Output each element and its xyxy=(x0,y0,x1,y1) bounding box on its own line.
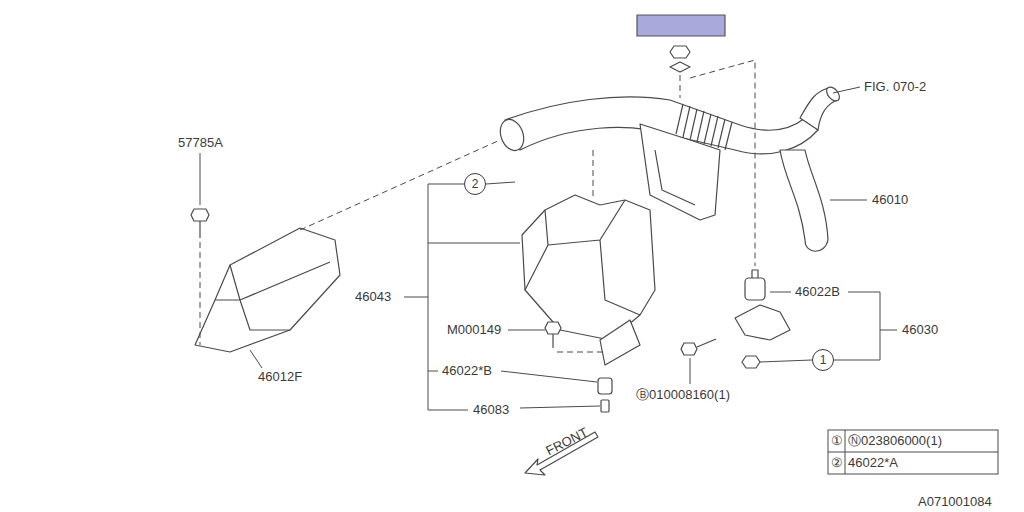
grommet-stud xyxy=(752,270,758,278)
callout-circle: 1 xyxy=(812,349,834,371)
leader-line xyxy=(200,153,201,205)
part-number: 57785A xyxy=(178,135,223,151)
bolt-head xyxy=(191,209,209,221)
bolt-head xyxy=(545,322,561,334)
duct-bracket xyxy=(640,124,720,220)
leader-line xyxy=(508,330,545,331)
callout-circle: 2 xyxy=(464,173,486,195)
highlight-box xyxy=(637,15,725,36)
bolt-head xyxy=(681,343,697,355)
table-cell: ① xyxy=(831,433,843,449)
grommet xyxy=(745,278,765,300)
part-number: 46083 xyxy=(473,402,509,418)
bracket-46030 xyxy=(735,305,790,340)
grommet xyxy=(598,378,612,394)
nut-symbol xyxy=(742,356,760,368)
part-number: 46010 xyxy=(872,192,908,208)
resonator-foot xyxy=(600,320,640,365)
table-cell: 46022*A xyxy=(848,455,898,471)
dashed-guide xyxy=(200,242,201,345)
bracket-line xyxy=(770,292,897,360)
collar xyxy=(601,400,609,412)
part-number: 46012F xyxy=(258,369,302,385)
hose-46010 xyxy=(780,150,828,251)
leader-line xyxy=(428,406,600,410)
table-cell: Ⓝ023806000(1) xyxy=(848,433,942,449)
bracket-line xyxy=(404,184,520,410)
part-number: 46022B xyxy=(795,284,840,300)
part-number: 46022*B xyxy=(442,363,492,379)
diagram-code: A071001084 xyxy=(918,494,992,510)
washer-symbol xyxy=(670,62,690,72)
leader-line xyxy=(250,350,262,368)
legend-table xyxy=(828,430,998,474)
dashed-guide xyxy=(300,140,500,230)
dashed-guide xyxy=(557,352,604,353)
nut-symbol xyxy=(670,46,690,58)
resonator-edges xyxy=(525,200,640,315)
bolt-shank xyxy=(697,339,716,347)
air-intake-46012F xyxy=(195,228,340,352)
leader-line xyxy=(830,200,867,201)
part-number: M000149 xyxy=(447,322,501,338)
air-intake-edges xyxy=(215,262,330,330)
bolt-shank xyxy=(552,334,553,348)
figure-reference: FIG. 070-2 xyxy=(864,79,926,95)
dashed-guide xyxy=(593,150,594,200)
part-number: Ⓑ010008160(1) xyxy=(636,387,730,403)
bracket-detail xyxy=(655,150,695,205)
callout-number: 2 xyxy=(472,177,479,191)
part-number: 46043 xyxy=(355,289,391,305)
leader-line xyxy=(690,358,691,384)
bolt-shank xyxy=(199,221,200,238)
dashed-guide xyxy=(690,60,755,266)
duct-end-opening xyxy=(824,85,842,104)
duct-opening xyxy=(496,116,528,154)
part-number: 46030 xyxy=(902,322,938,338)
dashed-guide xyxy=(680,75,681,98)
table-grid xyxy=(828,430,998,474)
leader-line xyxy=(833,87,860,93)
resonator xyxy=(522,195,655,340)
table-cell: ② xyxy=(831,455,843,471)
callout-number: 1 xyxy=(820,353,827,367)
